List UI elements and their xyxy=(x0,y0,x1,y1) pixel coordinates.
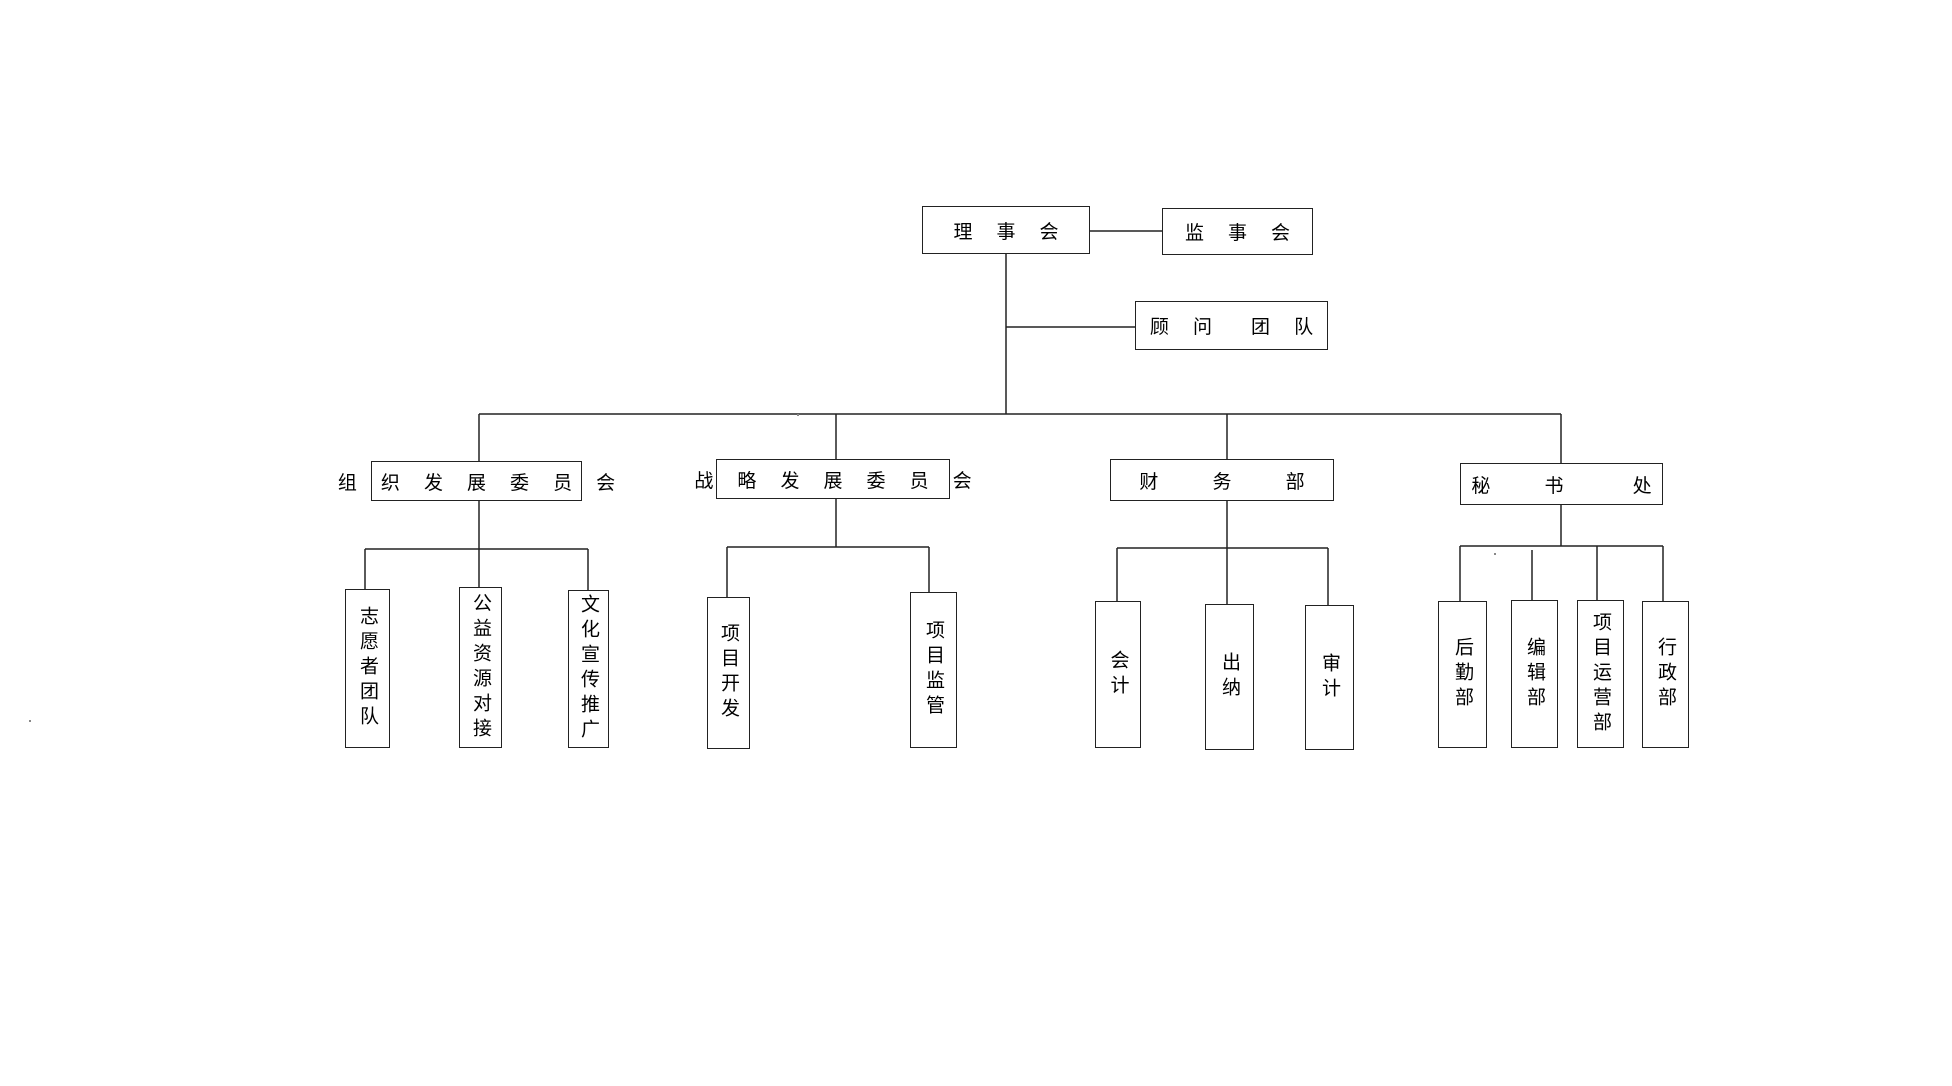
culture-promotion-label: 文化宣传推广 xyxy=(578,594,600,744)
project-ops-box: 项目运营部 xyxy=(1577,600,1624,748)
project-supervision-label: 项目监管 xyxy=(923,620,945,720)
project-dev-box: 项目开发 xyxy=(707,597,750,749)
secretariat-label: 秘 书 处 xyxy=(1471,474,1661,497)
board-label: 理 事 会 xyxy=(953,220,1068,243)
audit-box: 审计 xyxy=(1305,605,1354,750)
finance-dept-label: 财 务 部 xyxy=(1139,470,1314,493)
editing-box: 编辑部 xyxy=(1511,600,1558,748)
volunteer-team-box: 志愿者团队 xyxy=(345,589,390,748)
admin-label: 行政部 xyxy=(1655,637,1677,712)
strategy-committee-label: 战 略 发 展 委 员 会 xyxy=(694,469,981,492)
supervisors-box: 监 事 会 xyxy=(1162,208,1313,255)
cashier-label: 出纳 xyxy=(1219,652,1241,702)
supervisors-label: 监 事 会 xyxy=(1184,222,1300,244)
org-dev-committee-box: 组 织 发 展 委 员 会 xyxy=(338,461,615,501)
logistics-box: 后勤部 xyxy=(1438,601,1487,748)
project-supervision-box: 项目监管 xyxy=(910,592,957,748)
culture-promotion-box: 文化宣传推广 xyxy=(568,590,609,748)
public-resource-label: 公益资源对接 xyxy=(470,592,492,743)
stray-dot xyxy=(1494,553,1496,555)
project-ops-label: 项目运营部 xyxy=(1590,611,1612,737)
cashier-box: 出纳 xyxy=(1205,604,1254,750)
board-box: 理 事 会 xyxy=(922,206,1090,254)
org-dev-committee-label: 组 织 发 展 委 员 会 xyxy=(337,471,625,494)
advisors-box: 顾 问 团 队 xyxy=(1135,301,1328,350)
accounting-label: 会计 xyxy=(1107,649,1130,700)
secretariat-box: 秘 书 处 xyxy=(1460,463,1663,505)
logistics-label: 后勤部 xyxy=(1452,637,1474,712)
project-dev-label: 项目开发 xyxy=(718,623,740,723)
audit-label: 审计 xyxy=(1319,652,1341,703)
stray-dot xyxy=(29,720,31,722)
strategy-committee-box: 战 略 发 展 委 员 会 xyxy=(694,459,972,499)
finance-dept-box: 财 务 部 xyxy=(1110,459,1334,501)
accounting-box: 会计 xyxy=(1095,601,1141,748)
public-resource-box: 公益资源对接 xyxy=(459,587,502,748)
admin-box: 行政部 xyxy=(1642,601,1689,748)
stray-dot xyxy=(797,414,799,416)
volunteer-team-label: 志愿者团队 xyxy=(357,606,379,731)
editing-label: 编辑部 xyxy=(1524,636,1546,712)
advisors-label: 顾 问 团 队 xyxy=(1149,316,1323,338)
